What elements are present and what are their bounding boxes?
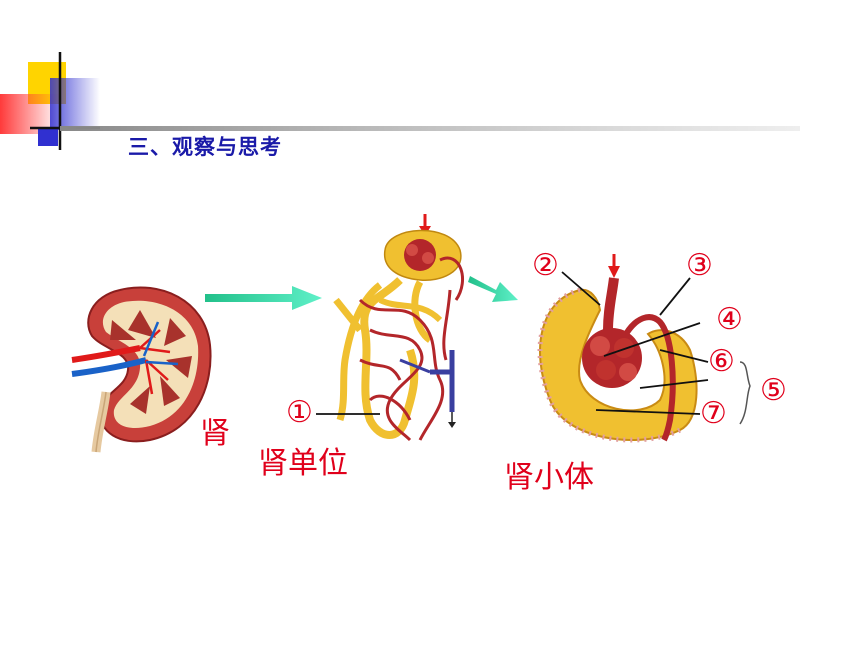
leader-line-3 xyxy=(659,277,691,316)
leader-line-2 xyxy=(561,271,601,306)
header-rule xyxy=(60,126,800,131)
marker-1: ① xyxy=(286,395,313,430)
marker-7: ⑦ xyxy=(700,396,727,431)
arrow-nephron-to-corpuscle xyxy=(468,276,518,302)
corner-decoration xyxy=(0,52,100,150)
marker-2: ② xyxy=(532,248,559,283)
leader-line-6b xyxy=(639,379,709,389)
leader-lines xyxy=(316,271,709,415)
marker-4: ④ xyxy=(716,302,743,337)
brace-icon xyxy=(739,361,751,425)
marker-3: ③ xyxy=(686,248,713,283)
kidney-illustration xyxy=(71,286,212,453)
label-renal-corpuscle: 肾小体 xyxy=(504,460,594,495)
marker-5: ⑤ xyxy=(760,373,787,408)
renal-corpuscle-illustration xyxy=(537,254,698,443)
leader-line-7 xyxy=(595,409,701,415)
leader-line-4 xyxy=(603,322,701,357)
label-nephron: 肾单位 xyxy=(258,446,348,481)
marker-6: ⑥ xyxy=(708,344,735,379)
leader-line-6 xyxy=(659,349,709,363)
arrow-kidney-to-nephron xyxy=(205,286,322,310)
label-kidney: 肾 xyxy=(200,416,230,451)
slide-title: 三、观察与思考 xyxy=(128,135,282,159)
nephron-illustration xyxy=(333,214,465,442)
